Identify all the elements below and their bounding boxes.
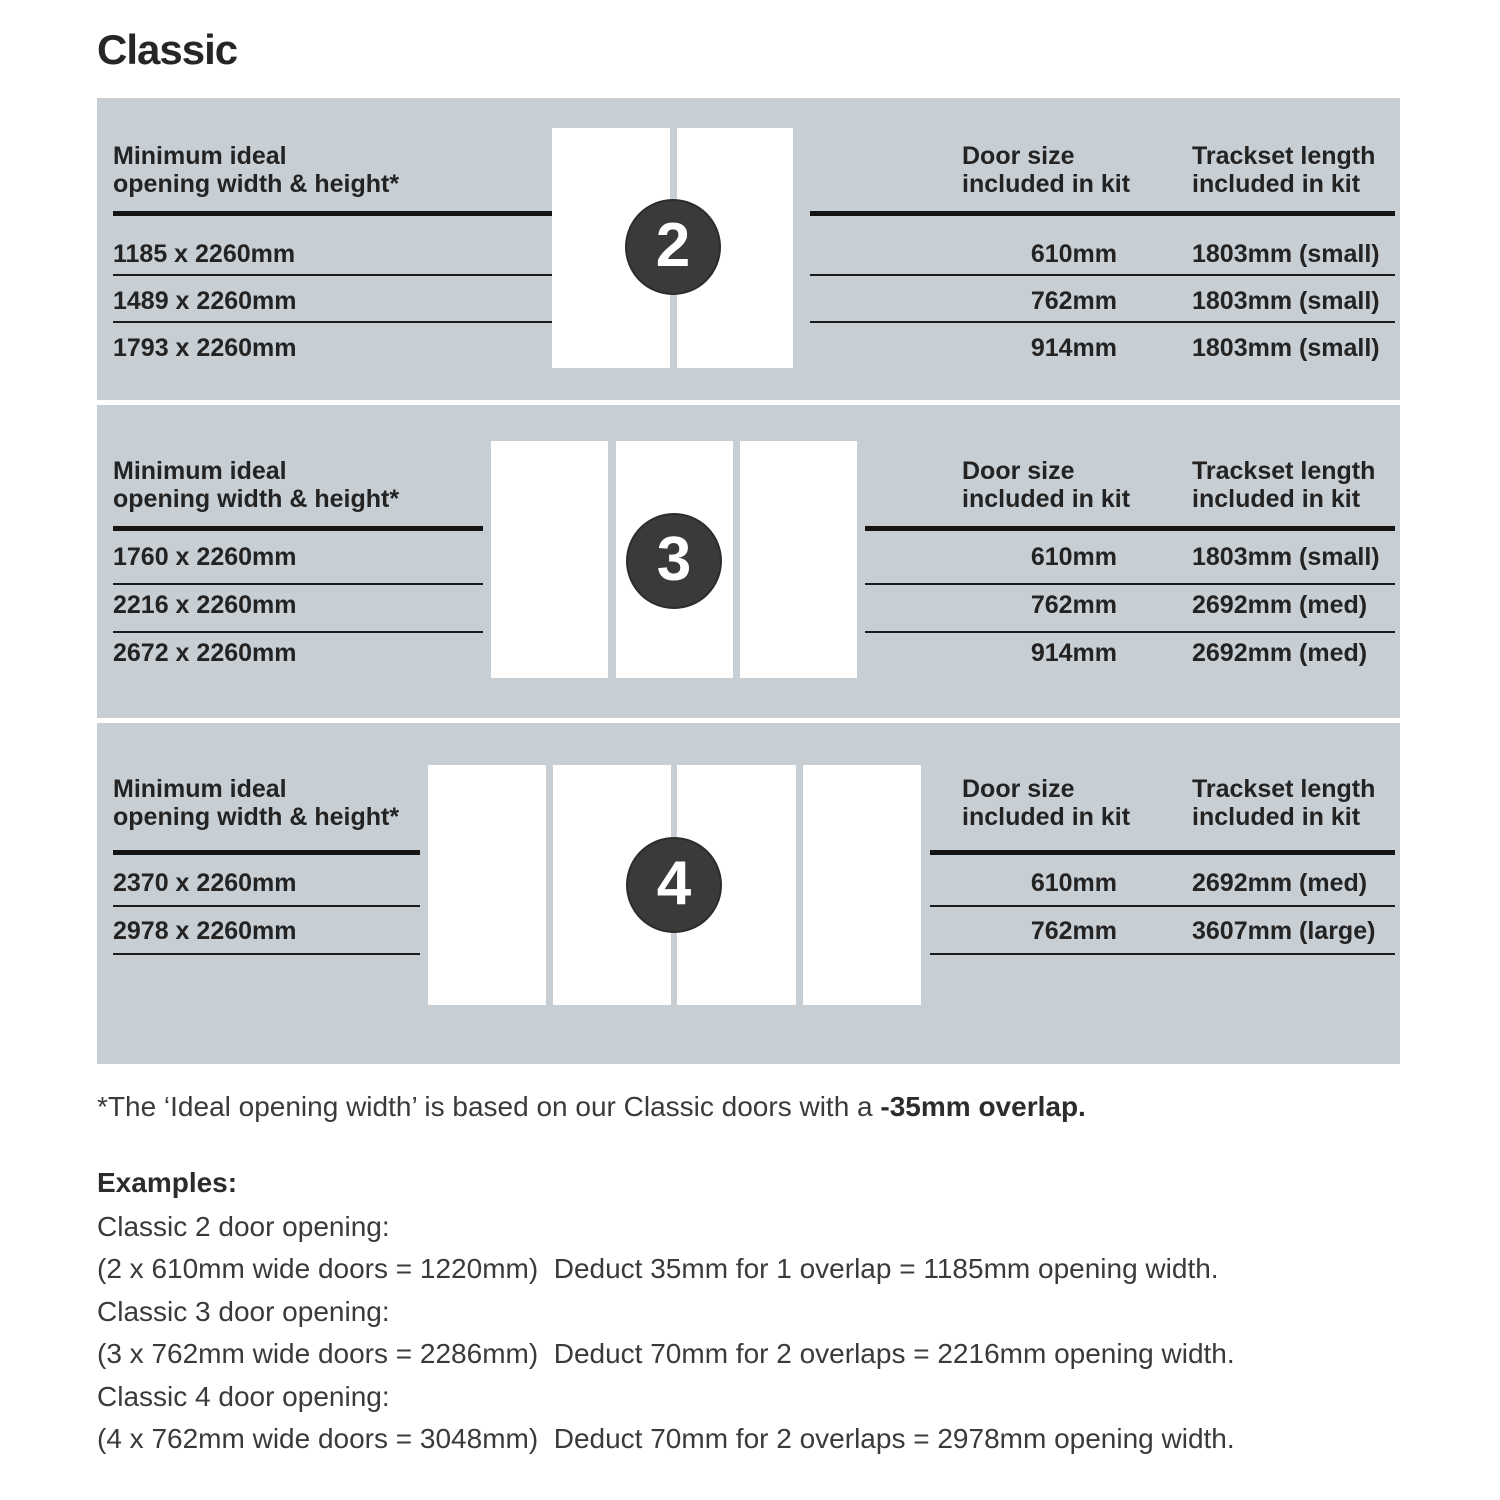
door-size-cell: 762mm <box>1030 287 1117 315</box>
footnote-bold-text: -35mm overlap. <box>880 1091 1086 1122</box>
footnote-text: *The ‘Ideal opening width’ is based on o… <box>97 1091 881 1122</box>
trackset-cell: 1803mm (small) <box>1192 543 1380 571</box>
door-size-cell: 914mm <box>1030 334 1117 362</box>
panel-3-door: Minimum ideal opening width & height* 17… <box>97 405 1400 718</box>
row-divider <box>810 274 1395 276</box>
header-rule <box>113 211 553 216</box>
header-rule <box>930 850 1395 855</box>
door-size-cell: 610mm <box>1030 543 1117 571</box>
footnote: *The ‘Ideal opening width’ is based on o… <box>97 1090 1086 1124</box>
trackset-cell: 1803mm (small) <box>1192 334 1380 362</box>
door-size-cell: 610mm <box>1030 869 1117 897</box>
door-size-column-header: Door size included in kit <box>962 457 1131 513</box>
door-size-column-header: Door size included in kit <box>962 142 1131 198</box>
trackset-cell: 1803mm (small) <box>1192 240 1380 268</box>
header-rule <box>113 526 483 531</box>
panel-4-door: Minimum ideal opening width & height* 23… <box>97 723 1400 1064</box>
door-size-cell: 610mm <box>1030 240 1117 268</box>
opening-size-cell: 2216 x 2260mm <box>113 591 297 619</box>
examples-heading: Examples: <box>97 1167 238 1198</box>
row-divider <box>810 321 1395 323</box>
row-divider <box>113 905 420 907</box>
example-line: (4 x 762mm wide doors = 3048mm) Deduct 7… <box>97 1423 1235 1454</box>
opening-size-cell: 1760 x 2260mm <box>113 543 297 571</box>
opening-size-cell: 2978 x 2260mm <box>113 917 297 945</box>
row-divider <box>113 631 483 633</box>
trackset-cell: 1803mm (small) <box>1192 287 1380 315</box>
door-illustration <box>803 765 921 1005</box>
door-size-column-header: Door size included in kit <box>962 775 1131 831</box>
door-size-cell: 762mm <box>1030 591 1117 619</box>
opening-column-header: Minimum ideal opening width & height* <box>113 457 400 513</box>
trackset-column-header: Trackset length included in kit <box>1192 142 1376 198</box>
example-line: (2 x 610mm wide doors = 1220mm) Deduct 3… <box>97 1253 1219 1284</box>
header-rule <box>113 850 420 855</box>
row-divider <box>930 953 1395 955</box>
row-divider <box>865 583 1395 585</box>
row-divider <box>113 321 553 323</box>
example-line: Classic 3 door opening: <box>97 1296 390 1327</box>
opening-size-cell: 2370 x 2260mm <box>113 869 297 897</box>
trackset-cell: 2692mm (med) <box>1192 869 1368 897</box>
example-line: Classic 4 door opening: <box>97 1381 390 1412</box>
door-illustration <box>491 441 608 678</box>
trackset-column-header: Trackset length included in kit <box>1192 457 1376 513</box>
opening-column-header: Minimum ideal opening width & height* <box>113 142 400 198</box>
opening-size-cell: 1185 x 2260mm <box>113 240 296 268</box>
row-divider <box>930 905 1395 907</box>
trackset-cell: 2692mm (med) <box>1192 591 1368 619</box>
door-size-cell: 762mm <box>1030 917 1117 945</box>
opening-size-cell: 1793 x 2260mm <box>113 334 297 362</box>
door-illustration <box>428 765 546 1005</box>
example-line: Classic 2 door opening: <box>97 1211 390 1242</box>
header-rule <box>865 526 1395 531</box>
opening-size-cell: 2672 x 2260mm <box>113 639 297 667</box>
door-count-badge: 4 <box>626 837 722 933</box>
opening-size-cell: 1489 x 2260mm <box>113 287 297 315</box>
panel-2-door: Minimum ideal opening width & height* 11… <box>97 98 1400 400</box>
page-title: Classic <box>97 26 238 73</box>
trackset-column-header: Trackset length included in kit <box>1192 775 1376 831</box>
door-count-badge: 2 <box>625 199 721 295</box>
header-rule <box>810 211 1395 216</box>
row-divider <box>113 274 553 276</box>
trackset-cell: 3607mm (large) <box>1192 917 1376 945</box>
trackset-cell: 2692mm (med) <box>1192 639 1368 667</box>
door-illustration <box>740 441 857 678</box>
example-line: (3 x 762mm wide doors = 2286mm) Deduct 7… <box>97 1338 1235 1369</box>
row-divider <box>113 953 420 955</box>
row-divider <box>865 631 1395 633</box>
door-size-cell: 914mm <box>1030 639 1117 667</box>
opening-column-header: Minimum ideal opening width & height* <box>113 775 400 831</box>
row-divider <box>113 583 483 585</box>
door-count-badge: 3 <box>626 513 722 609</box>
